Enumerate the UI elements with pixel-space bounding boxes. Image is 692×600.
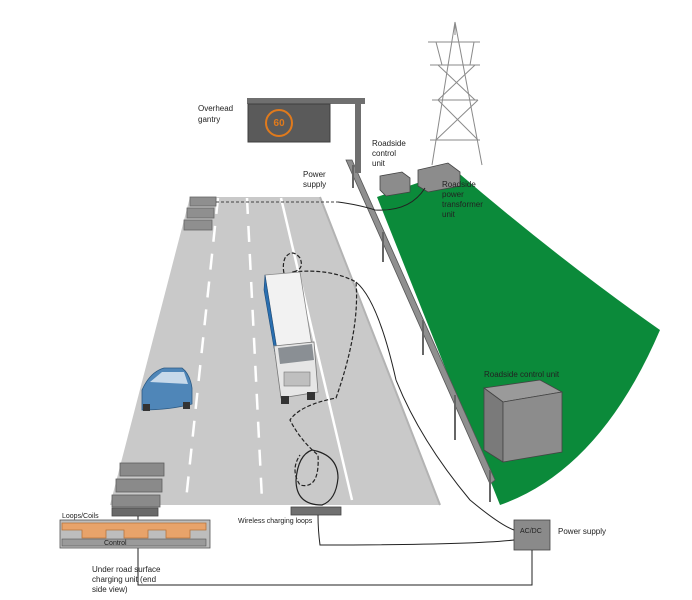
road-pad-top-1 [189,196,217,207]
cable-acdc-to-under-road [137,548,533,586]
label-under-road-2: charging unit (end [92,575,156,584]
label-overhead-gantry-1: Overhead [198,104,233,113]
label-power-supply-top-2: supply [303,180,326,189]
label-roadside-control-unit-top-3: unit [372,159,386,168]
label-overhead-gantry-2: gantry [198,115,220,124]
truck-grille [283,371,311,387]
ac-dc-box [513,519,551,551]
gantry-post [355,98,361,173]
car-wheel-right [183,402,190,409]
label-under-road-1: Under road surface [92,565,161,574]
cable-power-supply-top [337,187,426,211]
label-roadside-control-unit-top-1: Roadside [372,139,406,148]
roadside-control-unit-top [379,171,411,197]
lane-marking-3 [279,197,354,501]
cable-control-unit-loop [355,281,515,531]
road-pad-top-2 [186,207,215,219]
lane-marking-2 [245,197,264,501]
cable-acdc-to-pad [317,514,515,546]
under-road-unit-coils [61,522,207,539]
label-roadside-control-unit-main: Roadside control unit [484,370,560,379]
truck [263,271,319,404]
wireless-charging-loop-lower [295,449,339,506]
road-pad-bottom-4 [111,507,159,517]
grass-verge [377,170,660,505]
gantry-sign-text: 09 [273,116,285,127]
wireless-charging-pad [290,506,342,516]
roadside-power-transformer-unit [417,162,461,193]
label-under-road-3: side view) [92,585,128,594]
road-edge-right [319,196,441,506]
label-transformer-1: Roadside [442,180,476,189]
label-transformer-2: power [442,190,464,199]
label-wireless-charging-loops: Wireless charging loops [238,518,313,525]
wireless-charging-loop-path [282,252,358,487]
gantry-sign-panel [247,103,331,143]
car-wheel-left [143,404,150,411]
gantry-sign-ring [265,109,293,137]
truck-windshield [278,344,314,364]
truck-wheel-right [307,392,315,400]
roadside-control-unit-box-side [502,391,563,463]
label-transformer-3: transformer [442,200,483,209]
label-ac-dc: AC/DC [520,528,542,535]
car [141,367,193,411]
truck-wheel-left [281,396,289,404]
under-road-unit-control-bar [61,538,207,547]
label-control: Control [104,540,127,547]
car-windshield [150,372,188,384]
road-pad-bottom-3 [111,494,161,508]
label-transformer-4: unit [442,210,456,219]
label-roadside-control-unit-top-2: control [372,149,396,158]
label-loops-coils: Loops/Coils [62,513,99,520]
road-pad-bottom-2 [115,478,163,493]
label-power-supply-bottom: Power supply [558,527,606,536]
road-pad-bottom-1 [119,462,165,477]
gantry-top-beam [247,98,365,104]
label-power-supply-top-1: Power [303,170,326,179]
road-pad-top-3 [183,219,213,231]
lane-marking-1 [184,197,220,501]
electricity-pylon [428,21,483,166]
